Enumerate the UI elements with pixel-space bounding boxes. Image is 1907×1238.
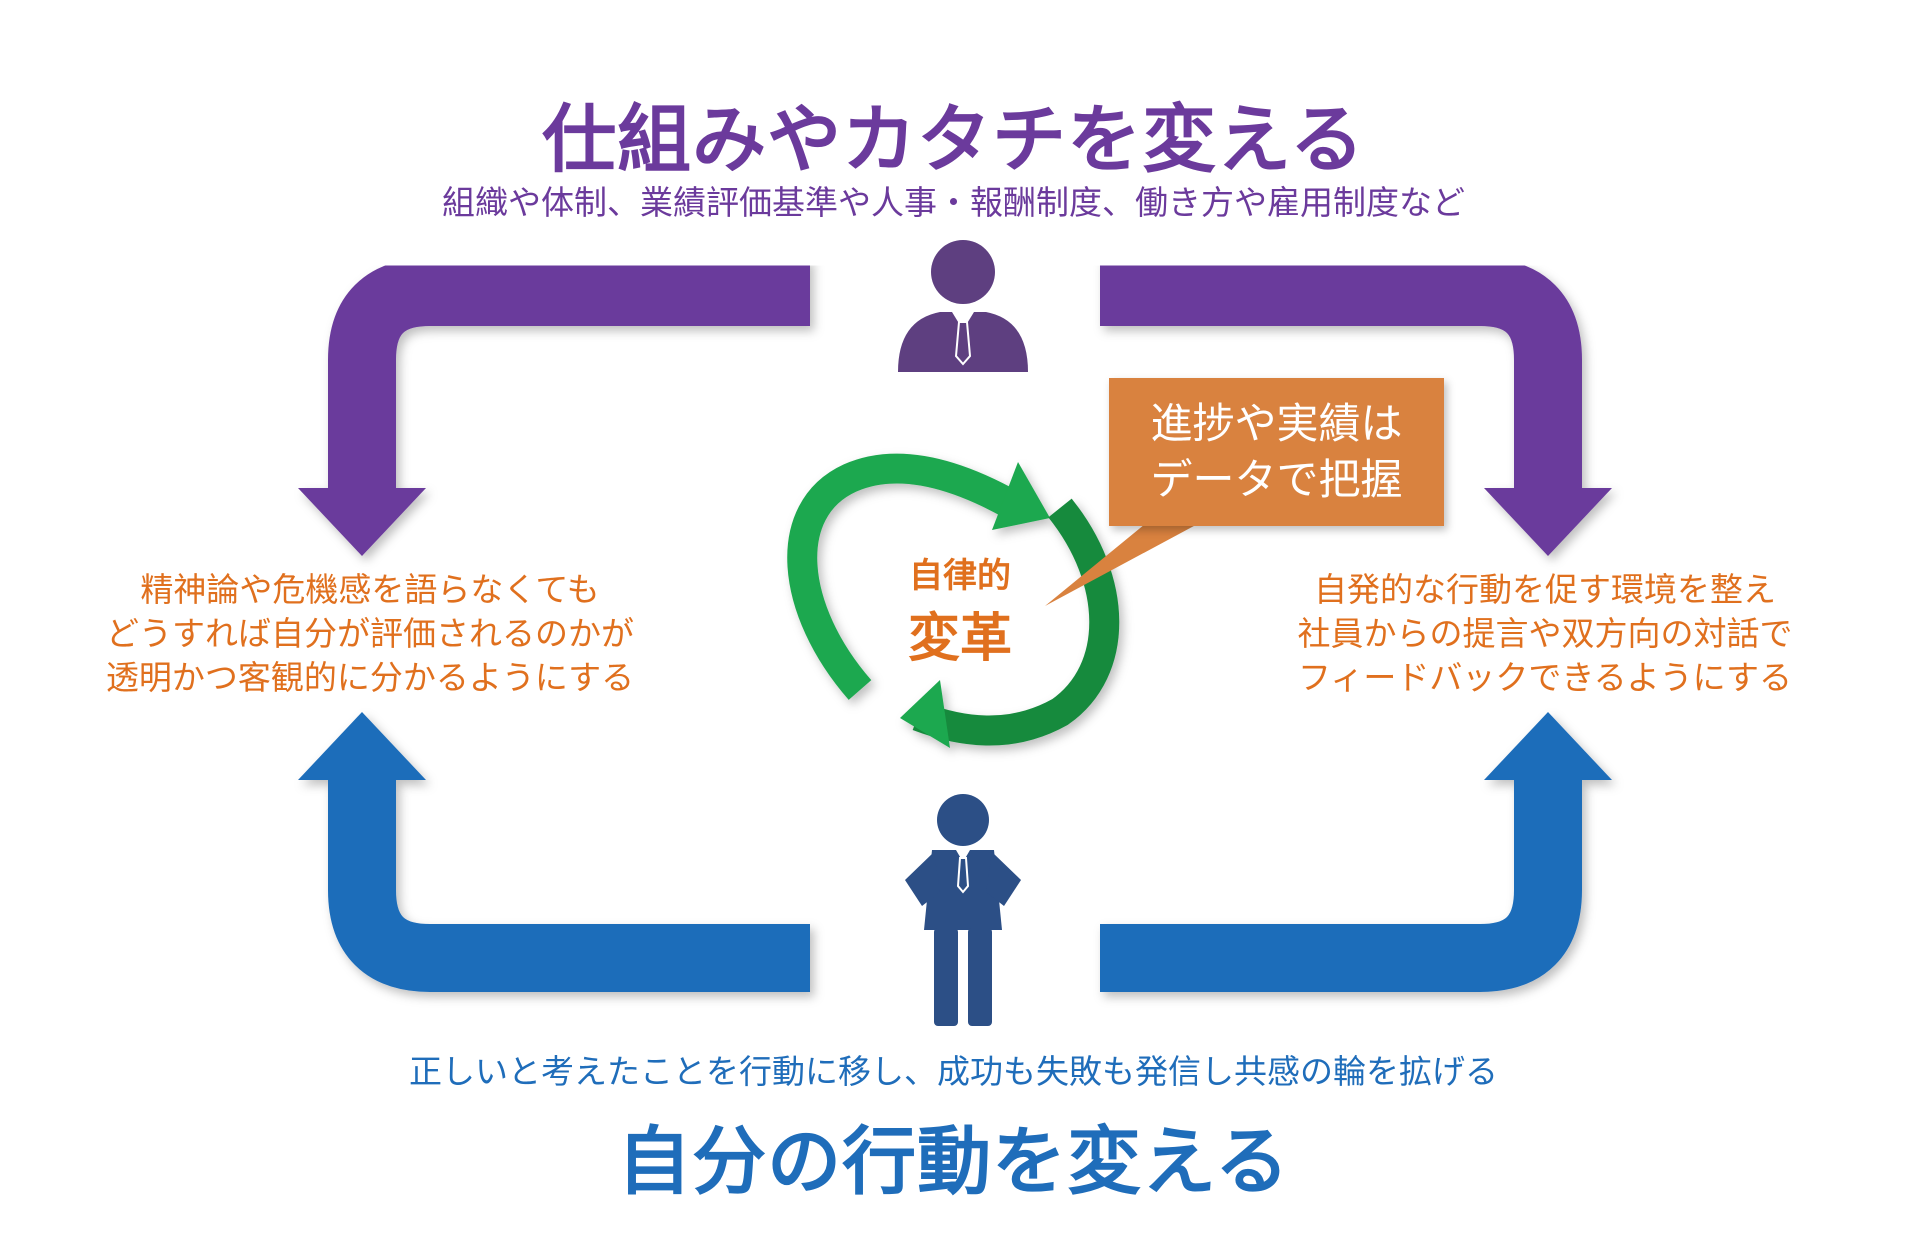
left-line: 透明かつ客観的に分かるようにする	[105, 658, 635, 697]
right-line: 社員からの提言や双方向の対話で	[1297, 614, 1793, 653]
data-callout-box: 進捗や実績は データで把握	[1109, 378, 1444, 526]
arrow-top-right	[1100, 258, 1612, 556]
callout-line: 進捗や実績は	[1150, 399, 1403, 448]
arrow-bottom-right	[1100, 712, 1612, 992]
center-label-small: 自律的	[909, 556, 1011, 596]
arrow-top-left	[298, 258, 810, 556]
top-title: 仕組みやカタチを変える	[542, 97, 1365, 183]
top-subtitle: 組織や体制、業績評価基準や人事・報酬制度、働き方や雇用制度など	[442, 183, 1465, 222]
left-line: どうすれば自分が評価されるのかが	[106, 614, 634, 653]
callout-pointer	[1045, 520, 1205, 606]
center-label-large: 変革	[907, 609, 1012, 669]
right-line: 自発的な行動を促す環境を整え	[1314, 570, 1776, 609]
person-top-icon	[898, 240, 1028, 372]
left-description: 精神論や危機感を語らなくても どうすれば自分が評価されるのかが 透明かつ客観的に…	[30, 568, 710, 700]
right-line: フィードバックできるようにする	[1297, 658, 1792, 697]
bottom-title: 自分の行動を変える	[617, 1119, 1290, 1205]
callout-line: データで把握	[1150, 455, 1403, 504]
left-line: 精神論や危機感を語らなくても	[140, 570, 600, 609]
right-description: 自発的な行動を促す環境を整え 社員からの提言や双方向の対話で フィードバックでき…	[1200, 568, 1890, 700]
person-bottom-icon	[905, 794, 1021, 1026]
bottom-subtitle: 正しいと考えたことを行動に移し、成功も失敗も発信し共感の輪を拡げる	[409, 1052, 1498, 1091]
arrow-bottom-left	[298, 712, 810, 992]
